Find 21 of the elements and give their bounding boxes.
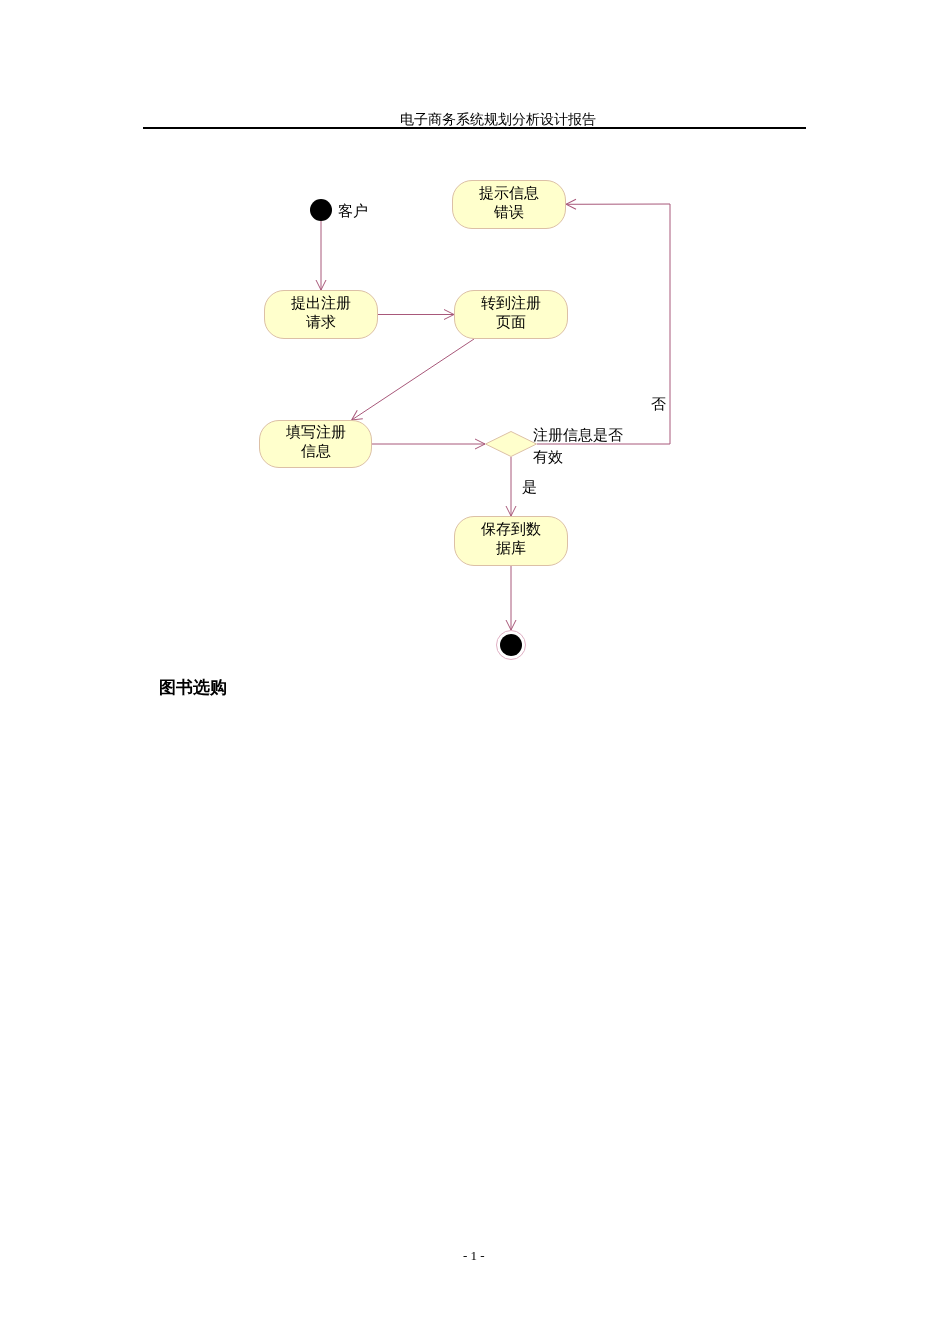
activity-box: 提出注册请求 — [264, 290, 378, 339]
edge-label: 是 — [521, 478, 538, 496]
activity-box: 转到注册页面 — [454, 290, 568, 339]
node-caption: 客户 — [338, 201, 369, 222]
activity-box: 保存到数据库 — [454, 516, 568, 566]
edge-label: 否 — [650, 395, 667, 413]
final-node — [496, 630, 526, 660]
transition-arrow — [315, 220, 327, 291]
transition-arrow — [377, 309, 455, 320]
section-heading: 图书选购 — [159, 677, 227, 698]
transition-arrow — [505, 456, 517, 517]
node-caption: 注册信息是否有效 — [533, 425, 624, 468]
transition-arrow — [351, 338, 475, 421]
initial-node — [310, 199, 332, 221]
activity-box: 填写注册信息 — [259, 420, 372, 468]
page-number: - 1 - — [463, 1248, 485, 1264]
activity-box: 提示信息错误 — [452, 180, 566, 229]
transition-arrow — [536, 198, 671, 445]
transition-arrow — [505, 565, 517, 631]
transition-arrow — [371, 438, 486, 450]
running-header: 电子商务系统规划分析设计报告 — [400, 112, 596, 128]
